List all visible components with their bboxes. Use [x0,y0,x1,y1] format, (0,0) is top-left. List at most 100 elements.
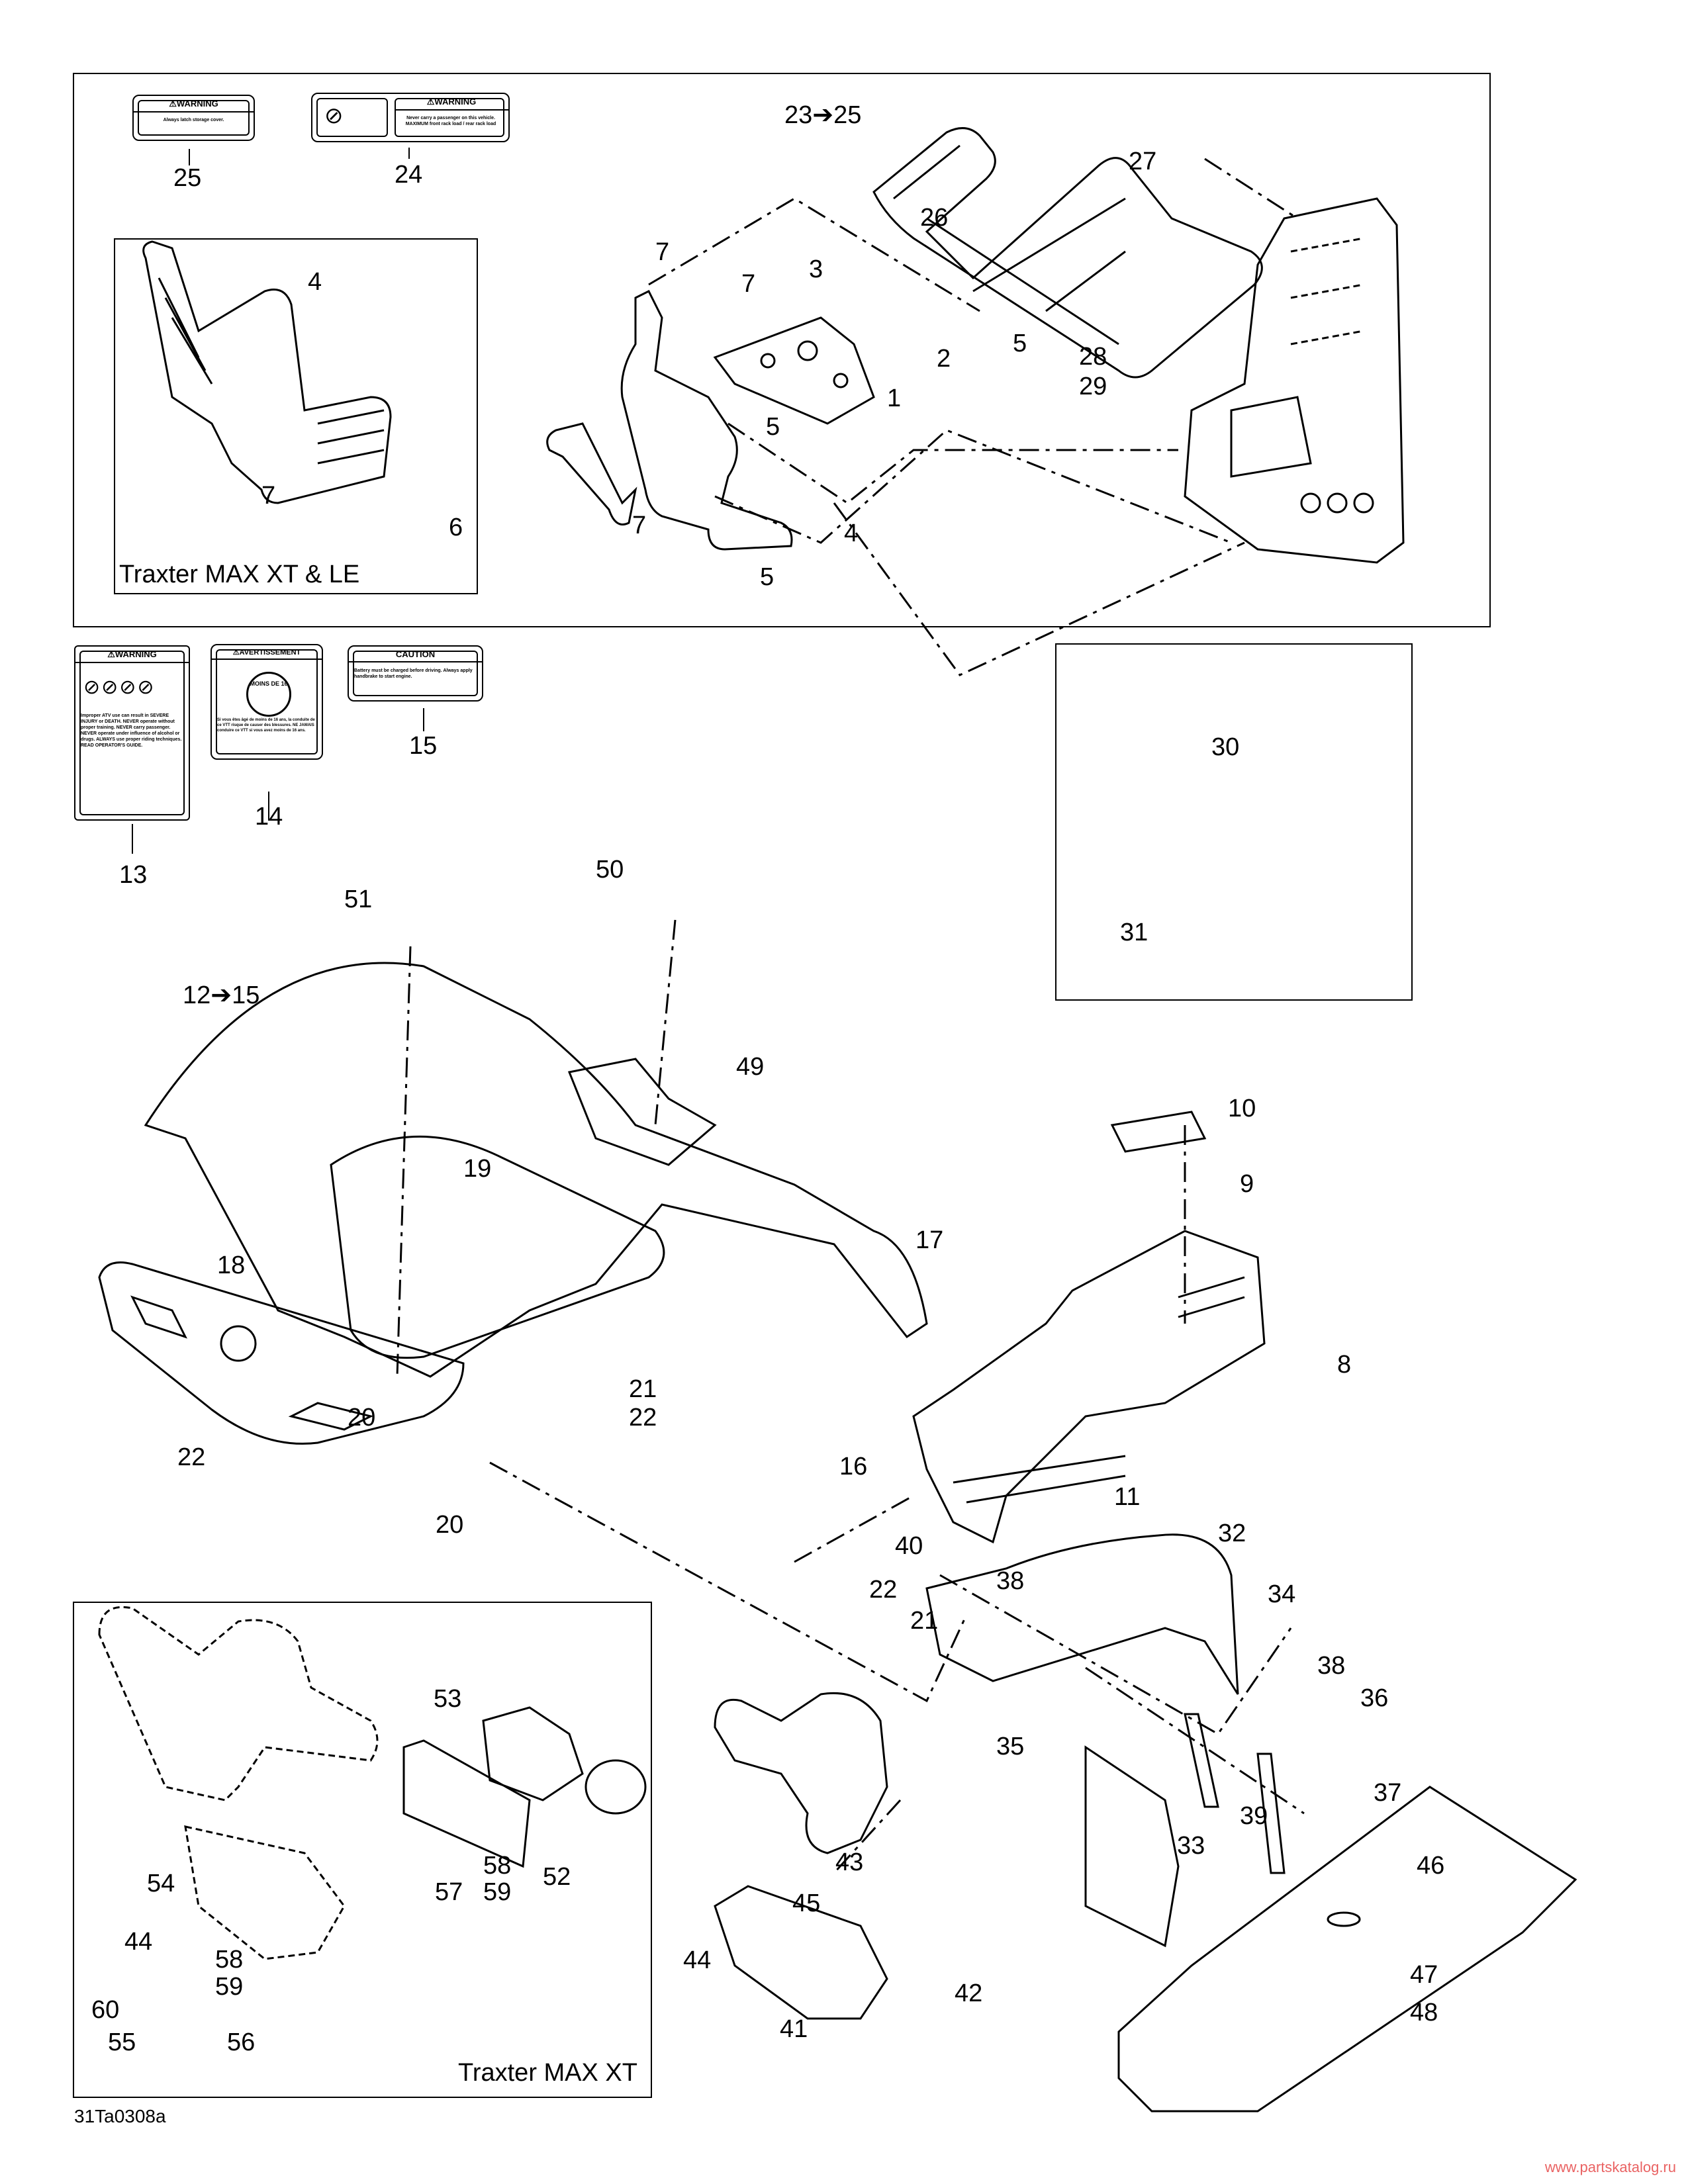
callout-43: 43 [835,1848,864,1876]
callout-54: 54 [147,1870,175,1897]
callout-6: 6 [449,514,463,541]
callout-7: 7 [632,512,647,539]
decal-24-warning: ⊘ ⚠WARNING Never carry a passenger on th… [311,93,510,142]
front-fender-hood [144,962,928,1378]
callout-44: 44 [683,1946,712,1974]
callout-26: 26 [920,204,949,232]
inset-caption-max-xt: Traxter MAX XT [458,2059,637,2087]
warning-triangle-icon: ⚠ [232,649,240,657]
callout-41: 41 [780,2015,808,2043]
prohibition-icons: ⊘⊘⊘⊘ [83,676,156,698]
callout-3: 3 [809,255,823,283]
callout-10: 10 [1228,1095,1256,1122]
callout-52: 52 [543,1863,571,1891]
callout-45: 45 [792,1889,821,1917]
front-grille-fascia [98,1261,465,1445]
callout-21: 21 [910,1607,939,1635]
decal-text: Si vous êtes âgé de moins de 16 ans, la … [217,718,315,733]
callout-36: 36 [1360,1684,1389,1712]
decal-text: Improper ATV use can result in SEVERE IN… [81,713,182,749]
inset-frame-max-xt-le: Traxter MAX XT & LE [114,238,478,594]
front-bumper-assembly [546,289,875,551]
callout-42: 42 [955,1979,983,2007]
decal-15-caution: CAUTION Battery must be charged before d… [348,645,483,702]
frame-chassis [1184,197,1405,564]
warning-triangle-icon: ⚠ [426,97,435,107]
front-rack-assembly [872,127,1263,379]
callout-38: 38 [1317,1652,1346,1680]
callout-8: 8 [1337,1351,1352,1379]
decal-title: ⚠WARNING [75,649,189,663]
callout-48: 48 [1410,1999,1438,2026]
footwell-floor [912,1111,1266,1544]
inset-caption-max-xt-le: Traxter MAX XT & LE [119,561,360,588]
callout-30: 30 [1211,733,1240,761]
callout-22: 22 [869,1576,898,1604]
age-restriction-badge: MOINS DE 16 [246,672,291,717]
decal-text: Never carry a passenger on this vehicle.… [405,116,496,127]
callout-5: 5 [1013,330,1027,357]
callout-2: 2 [937,345,951,373]
lower-bumper-center [714,1692,888,2020]
decal-title: CAUTION [349,649,482,662]
callout-56: 56 [227,2028,256,2056]
callout-16: 16 [839,1453,868,1480]
leader-lines-top [648,158,1298,676]
decal-title: ⚠WARNING [395,97,508,111]
callout-58: 58 [483,1852,512,1880]
callout-47: 47 [1410,1961,1438,1989]
callout-40: 40 [895,1532,923,1560]
callout-44: 44 [124,1928,153,1956]
decal-leaders [132,148,424,854]
callout-39: 39 [1240,1802,1268,1830]
callout-57: 57 [435,1878,463,1906]
callout-46: 46 [1417,1852,1445,1880]
warning-triangle-icon: ⚠ [169,99,177,109]
watermark-link[interactable]: www.partskatalog.ru [1544,2159,1676,2175]
callout-51: 51 [344,886,373,913]
callout-21: 21 [629,1375,657,1403]
callout-13: 13 [119,861,148,889]
callout-24: 24 [395,161,423,189]
callout-20: 20 [436,1511,464,1539]
callout-27: 27 [1129,148,1157,175]
callout-22: 22 [177,1443,206,1471]
callout-7: 7 [655,238,670,266]
callout-25: 25 [173,164,202,192]
callout-23-25: 23➔25 [784,101,862,129]
decal-25-warning: ⚠WARNING Always latch storage cover. [132,95,255,141]
warning-triangle-icon: ⚠ [107,649,115,659]
lower-bumper-inset-art [98,1606,379,1960]
callout-50: 50 [596,856,624,884]
callout-20: 20 [348,1404,376,1432]
callout-18: 18 [217,1251,246,1279]
inset-frame-max-xt: Traxter MAX XT [73,1602,652,2098]
callout-17: 17 [915,1226,944,1254]
decal-text: Always latch storage cover. [163,118,224,122]
decal-title: ⚠AVERTISSEMENT [212,648,322,660]
callout-58: 58 [215,1946,244,1974]
callout-59: 59 [483,1878,512,1906]
callout-60: 60 [91,1996,120,2024]
decal-title: ⚠WARNING [134,99,254,113]
callout-34: 34 [1268,1580,1296,1608]
callout-7: 7 [261,482,276,510]
callout-15: 15 [409,732,438,760]
leader-lines-center [396,919,1305,1874]
callout-14: 14 [255,803,283,831]
winch-art [402,1706,647,1868]
callout-31: 31 [1120,919,1149,946]
callout-12-15: 12➔15 [183,981,260,1009]
callout-49: 49 [736,1053,765,1081]
callout-28: 28 [1079,343,1107,371]
callout-7: 7 [741,270,756,298]
skid-plate [1117,1786,1577,2113]
callout-5: 5 [766,413,780,441]
callout-35: 35 [996,1733,1025,1760]
decal-13-warning: ⚠WARNING ⊘⊘⊘⊘ Improper ATV use can resul… [74,645,190,821]
bumper-inset-art [142,240,392,504]
callout-4: 4 [844,520,859,547]
callout-55: 55 [108,2028,136,2056]
callout-19: 19 [463,1155,492,1183]
